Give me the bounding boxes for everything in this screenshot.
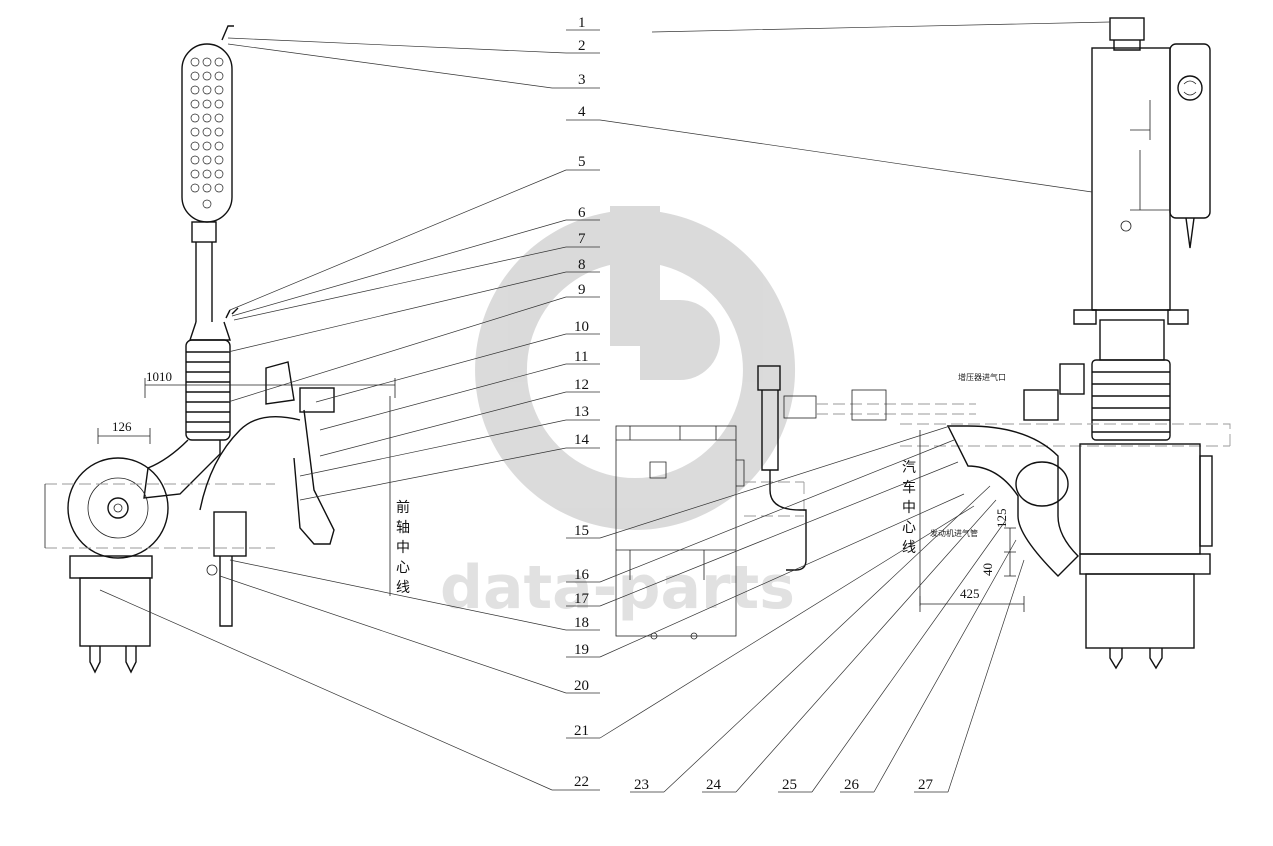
svg-text:轴: 轴 (396, 520, 410, 536)
callout-17: 17 (574, 591, 590, 607)
bellows-left (185, 339, 231, 441)
callout-13: 13 (574, 404, 589, 420)
vehicle-centerline-label: 汽 车 中 心 线 (902, 460, 916, 556)
small-note: 发动机进气管 (930, 528, 978, 538)
callout-23: 23 (634, 777, 649, 793)
callout-25: 25 (782, 777, 797, 793)
pipe-elbow (1015, 461, 1069, 507)
elbow-pipe (143, 439, 221, 499)
air-filter-element (181, 43, 233, 223)
callout-15: 15 (574, 523, 589, 539)
hose (199, 415, 301, 511)
callout-9: 9 (578, 282, 586, 298)
intake-riser-pipe (195, 242, 213, 322)
bellows-right (1091, 359, 1171, 441)
frame-rail-right (900, 423, 1231, 447)
right-view: 425 125 40 汽 车 中 心 线 增压器进气口 发动机进气管 (900, 17, 1231, 670)
callout-16: 16 (574, 567, 590, 583)
dim-425: 425 (960, 586, 980, 601)
dim-line-126 (97, 428, 151, 444)
svg-text:心: 心 (902, 520, 916, 536)
dim-line-1010 (144, 378, 396, 398)
watermark-text: data-parts (440, 553, 795, 623)
callout-12: 12 (574, 377, 589, 393)
filter-top-hook (221, 25, 234, 41)
frame-rail-left (45, 483, 275, 549)
side-panel (1169, 43, 1211, 219)
front-axle-centerline-label: 前 轴 中 心 线 (396, 499, 410, 596)
dim-1010: 1010 (146, 369, 172, 384)
filter-perforations (190, 57, 224, 209)
pipe-note: 增压器进气口 (958, 372, 1006, 382)
dim-126: 126 (112, 419, 132, 434)
callout-4: 4 (578, 104, 586, 120)
callout-8: 8 (578, 257, 586, 273)
callout-26: 26 (844, 777, 860, 793)
middle-view (615, 365, 976, 640)
callout-20: 20 (574, 678, 589, 694)
svg-text:心: 心 (396, 560, 410, 576)
support-arm (293, 409, 335, 545)
left-view: 1010 126 前 轴 中 心 线 (44, 25, 410, 674)
callout-3: 3 (578, 72, 586, 88)
watermark: data-parts (440, 206, 796, 623)
svg-text:线: 线 (902, 540, 916, 556)
dim-125: 125 (994, 509, 1009, 529)
middle-pipe (769, 470, 807, 571)
svg-text:汽: 汽 (902, 460, 916, 476)
intake-pipe-right (946, 425, 1079, 577)
middle-bracket (757, 365, 781, 391)
bracket-upper (265, 361, 295, 405)
logo-circle (1177, 75, 1203, 101)
svg-text:线: 线 (396, 580, 410, 596)
callout-24: 24 (706, 777, 722, 793)
drain-valve (1185, 217, 1195, 249)
callout-2: 2 (578, 38, 586, 54)
callout-10: 10 (574, 319, 589, 335)
svg-text:中: 中 (902, 500, 916, 516)
tank-body (79, 577, 151, 647)
callout-7: 7 (578, 231, 586, 247)
clip-part (225, 307, 239, 319)
callout-6: 6 (578, 205, 586, 221)
tank-top (69, 555, 153, 579)
callout-5: 5 (578, 154, 586, 170)
callout-21: 21 (574, 723, 589, 739)
tank-right (1085, 573, 1195, 649)
leader-lines (99, 21, 1111, 793)
callout-22: 22 (574, 774, 589, 790)
rain-cap (1109, 17, 1145, 41)
callout-18: 18 (574, 615, 589, 631)
callout-1: 1 (578, 15, 586, 31)
precleaner-body (1079, 443, 1201, 555)
wheel (67, 457, 169, 559)
callout-19: 19 (574, 642, 589, 658)
mount-plate (213, 511, 247, 557)
middle-frame (615, 425, 737, 637)
svg-text:中: 中 (396, 540, 410, 556)
callout-11: 11 (574, 349, 588, 365)
callout-27: 27 (918, 777, 934, 793)
callout-numbers: 1 2 3 4 5 6 7 8 9 10 11 12 13 14 15 16 1… (574, 15, 934, 793)
dim-40: 40 (980, 563, 995, 576)
svg-text:前: 前 (396, 499, 410, 516)
callout-14: 14 (574, 432, 590, 448)
air-filter-housing (1091, 47, 1171, 311)
tower-mount (1073, 309, 1189, 325)
